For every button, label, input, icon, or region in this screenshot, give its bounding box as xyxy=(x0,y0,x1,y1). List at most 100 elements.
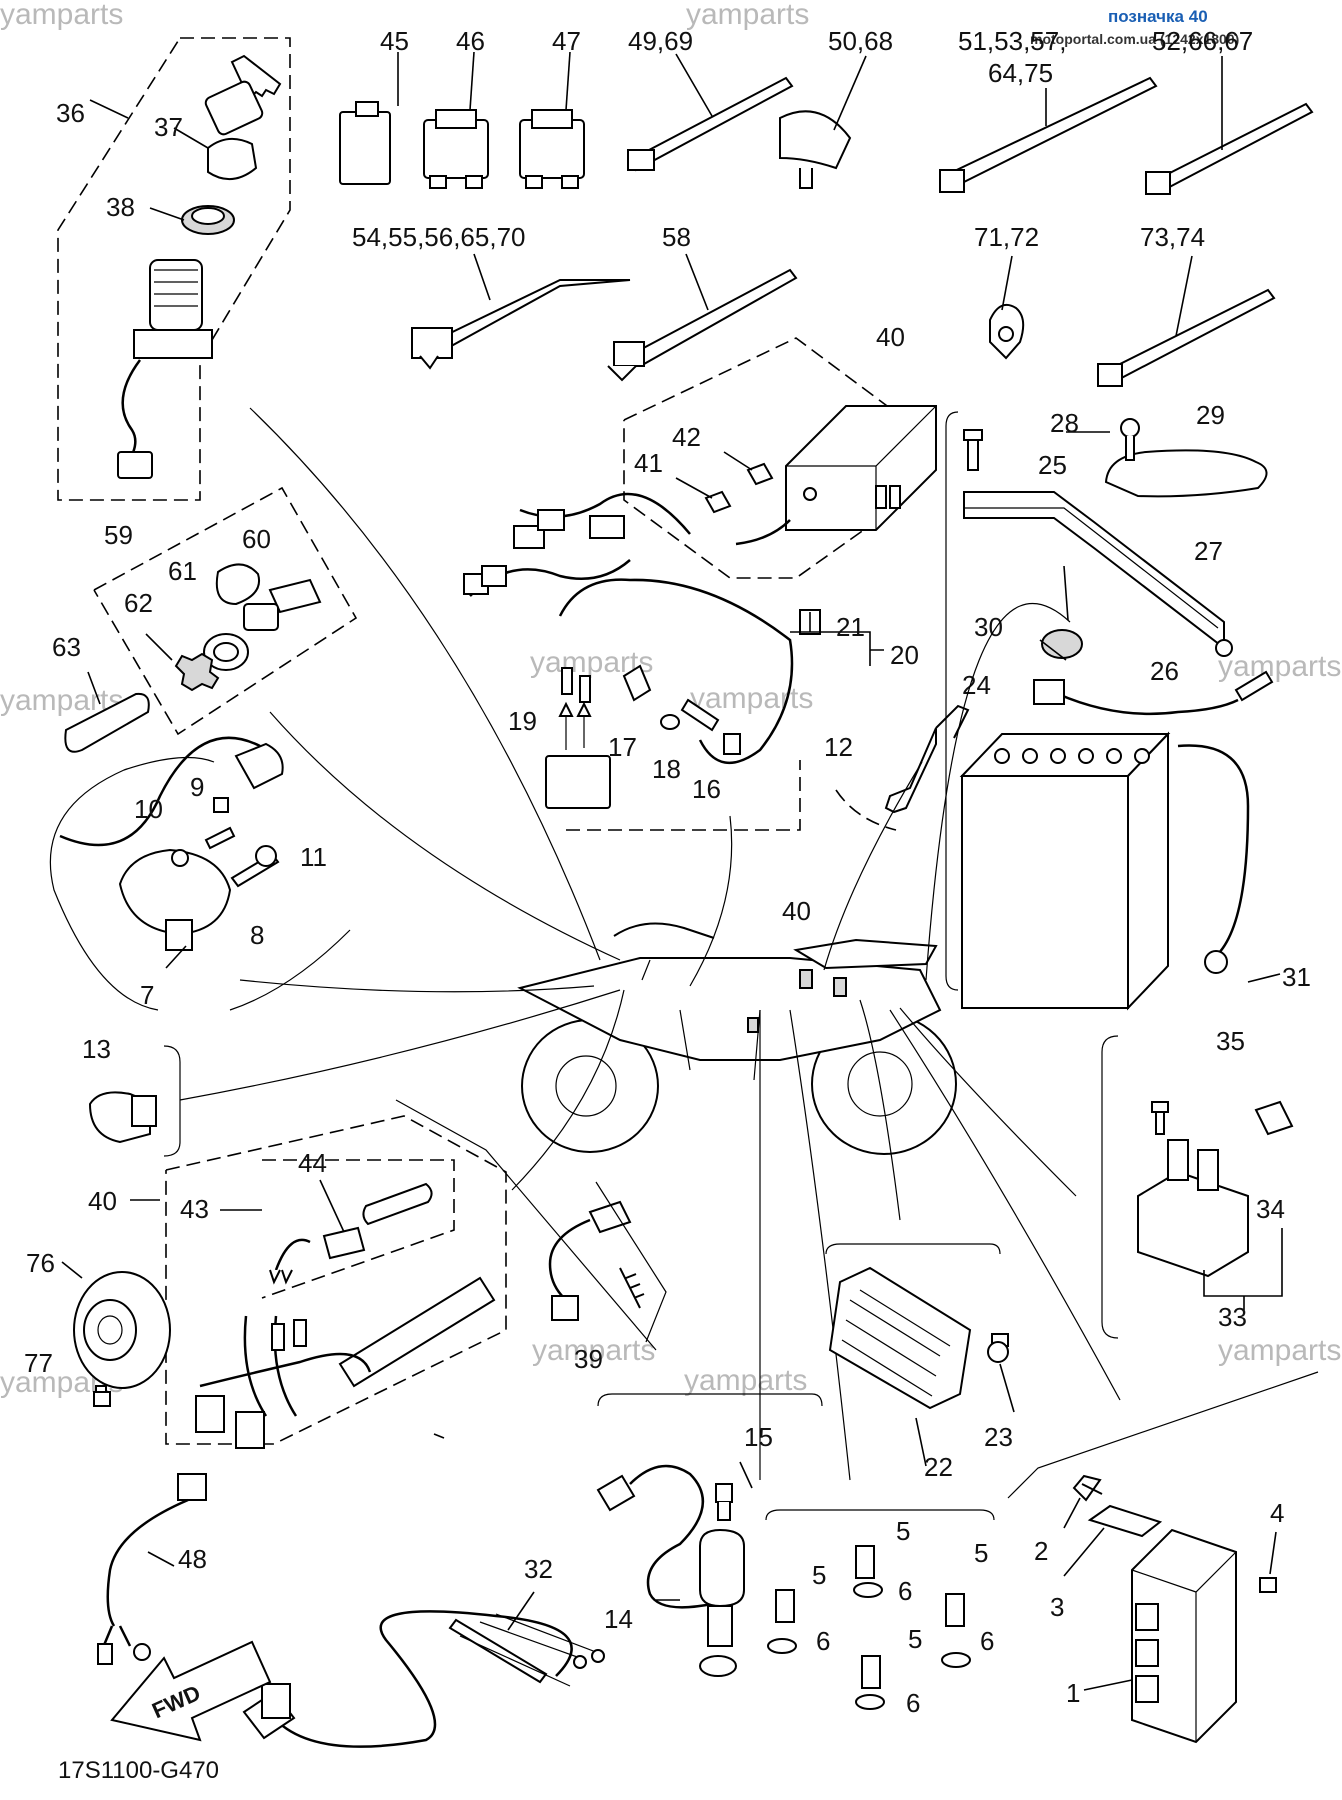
cdi-unit-group xyxy=(1007,1371,1319,1744)
callout-4: 4 xyxy=(1270,1498,1284,1528)
cable-tie-52-66-67 xyxy=(1145,56,1314,195)
callout-38: 38 xyxy=(106,192,135,222)
callout-42: 42 xyxy=(672,422,701,452)
callout-34: 34 xyxy=(1256,1194,1285,1224)
callout-5-c: 5 xyxy=(974,1538,988,1568)
callout-40-harness: 40 xyxy=(88,1186,117,1216)
callout-8: 8 xyxy=(250,920,264,950)
watermark: yamparts xyxy=(686,0,809,31)
callout-6-b: 6 xyxy=(816,1626,830,1656)
callout-52-66-67: 52,66,67 xyxy=(1152,26,1253,56)
callout-25: 25 xyxy=(1038,450,1067,480)
callout-17: 17 xyxy=(608,732,637,762)
callout-59: 59 xyxy=(104,520,133,550)
cable-tie-51-53-57-64-75 xyxy=(939,76,1158,193)
atv-illustration xyxy=(517,922,957,1155)
callout-24: 24 xyxy=(962,670,991,700)
callout-43: 43 xyxy=(180,1194,209,1224)
rectifier-22 xyxy=(825,1243,1015,1467)
callout-49-69: 49,69 xyxy=(628,26,693,56)
diagram-code: 17S1100-G470 xyxy=(58,1757,219,1784)
callout-40-atv: 40 xyxy=(782,896,811,926)
callout-61: 61 xyxy=(168,556,197,586)
callout-76: 76 xyxy=(26,1248,55,1278)
watermark: yamparts xyxy=(684,1364,807,1397)
callout-40-fusebox: 40 xyxy=(876,322,905,352)
watermark: yamparts xyxy=(0,0,123,31)
horn-76 xyxy=(61,1261,171,1407)
callout-30: 30 xyxy=(974,612,1003,642)
callout-63: 63 xyxy=(52,632,81,662)
callout-27: 27 xyxy=(1194,536,1223,566)
sub-harness-group xyxy=(463,492,884,831)
callout-7: 7 xyxy=(140,980,154,1010)
bolts-washers-group xyxy=(765,1509,995,1710)
callout-41: 41 xyxy=(634,448,663,478)
callout-3: 3 xyxy=(1050,1592,1064,1622)
callout-2: 2 xyxy=(1034,1536,1048,1566)
relay-46 xyxy=(423,51,489,189)
switch-39 xyxy=(395,1099,667,1351)
fwd-arrow-icon: FWD xyxy=(110,1640,272,1742)
main-switch-group xyxy=(57,37,291,501)
callout-22: 22 xyxy=(924,1452,953,1482)
callout-71-72: 71,72 xyxy=(974,222,1039,252)
callout-5-a: 5 xyxy=(812,1560,826,1590)
callout-23: 23 xyxy=(984,1422,1013,1452)
callout-39: 39 xyxy=(574,1344,603,1374)
callout-33: 33 xyxy=(1218,1302,1247,1332)
battery-group xyxy=(945,411,1281,1011)
callout-54-55-56-65-70: 54,55,56,65,70 xyxy=(352,222,526,252)
callout-16: 16 xyxy=(692,774,721,804)
callout-47: 47 xyxy=(552,26,581,56)
callout-37: 37 xyxy=(154,112,183,142)
callout-64-75: 64,75 xyxy=(988,58,1053,88)
starter-relay-group xyxy=(1101,1035,1294,1339)
cable-tie-49-69 xyxy=(627,53,794,172)
callout-14: 14 xyxy=(604,1604,633,1634)
callout-48: 48 xyxy=(178,1544,207,1574)
leader-lines xyxy=(179,407,1121,1481)
spark-plug-12 xyxy=(835,704,970,831)
callout-11: 11 xyxy=(300,842,327,872)
callout-19: 19 xyxy=(508,706,537,736)
watermark: yamparts xyxy=(1218,650,1341,683)
header-subtitle: motoportal.com.ua (1242x1800) xyxy=(1030,31,1239,47)
callout-60: 60 xyxy=(242,524,271,554)
watermark: yamparts xyxy=(1218,1334,1341,1367)
callout-9: 9 xyxy=(190,772,204,802)
callout-44: 44 xyxy=(298,1148,327,1178)
cable-tie-54-55-56-65-70 xyxy=(411,253,631,370)
callout-6-c: 6 xyxy=(980,1626,994,1656)
cable-tie-58 xyxy=(607,253,798,382)
callout-32: 32 xyxy=(524,1554,553,1584)
callout-77: 77 xyxy=(24,1348,53,1378)
socket-group xyxy=(64,486,358,753)
callout-73-74: 73,74 xyxy=(1140,222,1205,252)
callout-62: 62 xyxy=(124,588,153,618)
watermark: yamparts xyxy=(690,682,813,715)
callout-1: 1 xyxy=(1066,1678,1080,1708)
callout-13: 13 xyxy=(82,1034,111,1064)
lead-48 xyxy=(97,1473,207,1665)
callout-6-d: 6 xyxy=(906,1688,920,1718)
coupler-45 xyxy=(339,52,399,185)
callout-28: 28 xyxy=(1050,408,1079,438)
callout-10: 10 xyxy=(134,794,163,824)
callout-21: 21 xyxy=(836,612,865,642)
callout-46: 46 xyxy=(456,26,485,56)
clamp-50-68 xyxy=(779,55,867,189)
ignition-coil-group xyxy=(49,736,351,1011)
callout-5-b: 5 xyxy=(896,1516,910,1546)
callout-31: 31 xyxy=(1282,962,1311,992)
wire-harness-group xyxy=(130,1115,507,1449)
callout-51-53-57: 51,53,57, xyxy=(958,26,1066,56)
relay-47 xyxy=(519,51,585,189)
header-title: позначка 40 xyxy=(1108,7,1208,26)
callout-29: 29 xyxy=(1196,400,1225,430)
callout-50-68: 50,68 xyxy=(828,26,893,56)
callout-5-d: 5 xyxy=(908,1624,922,1654)
fuse-box-group xyxy=(623,337,937,579)
harness-32 xyxy=(242,1591,605,1748)
